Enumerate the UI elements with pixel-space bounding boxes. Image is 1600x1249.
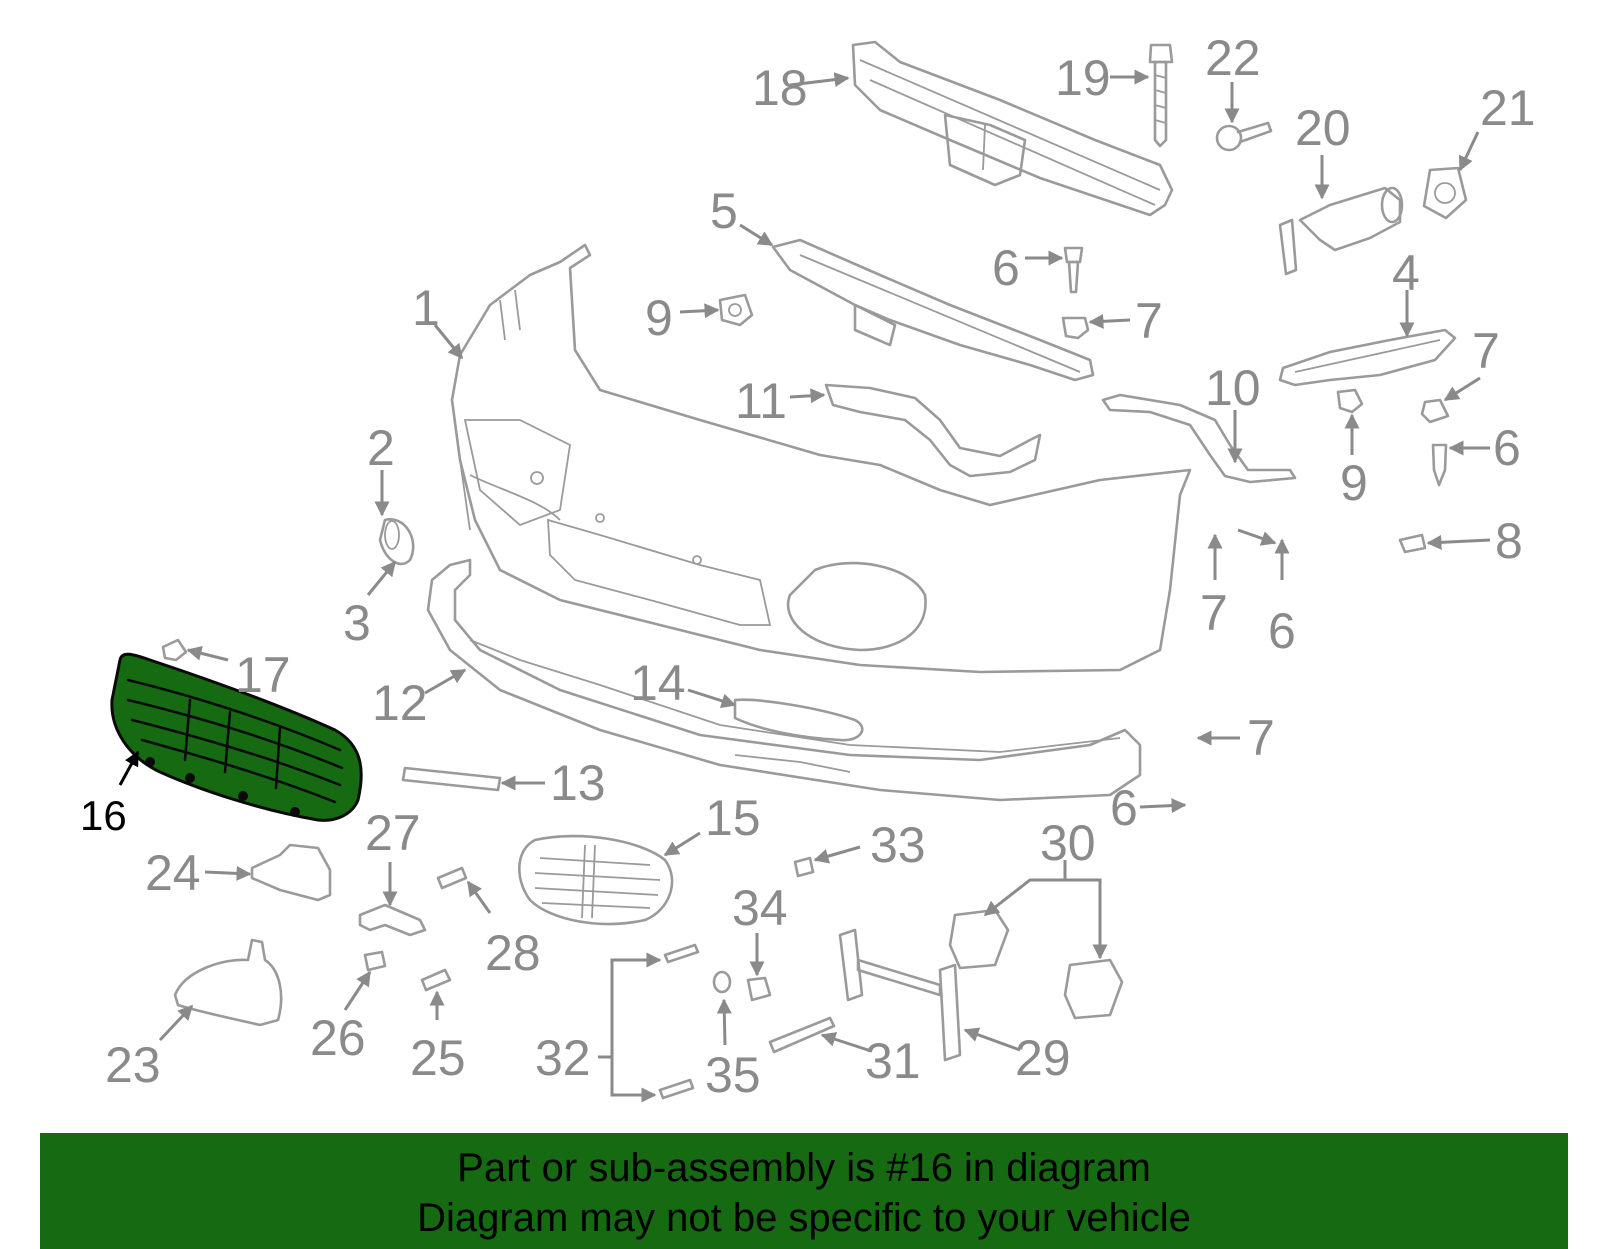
part-6-screw-right (1431, 443, 1448, 487)
callout-7-mid: 7 (1200, 585, 1228, 641)
callout-24: 24 (145, 845, 201, 901)
callout-2: 2 (367, 420, 395, 476)
part-21-plate (1422, 166, 1468, 220)
part-9-nut-upper (718, 293, 754, 327)
callout-9-right: 9 (1340, 455, 1368, 511)
banner-line-disclaimer: Diagram may not be specific to your vehi… (417, 1196, 1191, 1240)
part-35-washer (712, 970, 732, 994)
callout-19: 19 (1055, 50, 1111, 106)
part-7-clip-right (1420, 398, 1450, 424)
part-19-bolt (1148, 43, 1174, 148)
part-29-bracket (838, 928, 962, 1062)
part-10-bracket (1101, 393, 1297, 484)
part-13-strip (401, 766, 502, 792)
callout-28: 28 (485, 925, 541, 981)
callout-20: 20 (1295, 100, 1351, 156)
callout-34: 34 (732, 880, 788, 936)
callout-6-upper: 6 (992, 240, 1020, 296)
callout-17: 17 (235, 647, 291, 703)
info-banner: Part or sub-assembly is #16 in diagram D… (40, 1133, 1568, 1249)
callout-5: 5 (710, 183, 738, 239)
callout-3: 3 (343, 595, 371, 651)
callout-21: 21 (1480, 80, 1536, 136)
part-17-clip (161, 638, 188, 662)
callout-31: 31 (865, 1033, 921, 1089)
leader-lines (118, 69, 1491, 1103)
part-25-bolt (420, 968, 452, 992)
callout-8: 8 (1495, 513, 1523, 569)
callout-7-upper: 7 (1135, 293, 1163, 349)
part-4-bracket (1278, 328, 1457, 387)
part-1-bumper-cover (450, 243, 1192, 674)
part-20-tow-bracket (1278, 186, 1404, 276)
callout-14: 14 (630, 655, 686, 711)
callout-23: 23 (105, 1037, 161, 1093)
callout-10: 10 (1205, 360, 1261, 416)
part-33-nut (793, 856, 815, 878)
callout-25: 25 (410, 1030, 466, 1086)
part-6-screw-upper (1063, 246, 1084, 294)
part-18-impact-bar (851, 40, 1174, 217)
callout-labels: 1 2 3 4 5 6 6 6 6 7 7 7 7 8 9 9 10 11 12… (80, 30, 1536, 1103)
part-14-trim (733, 698, 864, 742)
part-32-screws (658, 943, 700, 1100)
part-27-bracket (358, 903, 427, 937)
callout-12: 12 (372, 675, 428, 731)
part-9-nut-right (1336, 388, 1364, 414)
callout-6-right: 6 (1493, 420, 1521, 476)
part-26-nut (363, 950, 387, 972)
callout-18: 18 (752, 60, 808, 116)
callout-30: 30 (1040, 815, 1096, 871)
banner-line-part: Part or sub-assembly is #16 in diagram (457, 1146, 1151, 1190)
callout-29: 29 (1015, 1030, 1071, 1086)
callout-22: 22 (1205, 30, 1261, 86)
callout-1: 1 (412, 280, 440, 336)
part-23-fog-lamp (173, 938, 283, 1027)
callout-9-upper: 9 (645, 290, 673, 346)
part-11-absorber (824, 383, 1042, 478)
part-7-clip-upper (1061, 316, 1090, 340)
callout-11: 11 (735, 373, 787, 429)
part-22-bolt (1215, 121, 1273, 152)
callout-26: 26 (310, 1010, 366, 1066)
part-12-valance (426, 558, 1142, 802)
part-2-lamp-bezel (378, 518, 415, 566)
callout-15: 15 (705, 790, 761, 846)
part-24-bracket (250, 843, 332, 902)
part-31-bolt (768, 1016, 836, 1054)
part-15-small-grille (518, 834, 674, 926)
part-28-bolt (436, 866, 468, 890)
callout-27: 27 (365, 805, 421, 861)
callout-16-highlighted: 16 (80, 792, 127, 839)
callout-33: 33 (870, 817, 926, 873)
part-34-nut (746, 976, 772, 1002)
callout-32: 32 (535, 1030, 591, 1086)
callout-7-right: 7 (1472, 323, 1500, 379)
callout-35: 35 (705, 1047, 761, 1103)
part-30-mounts (948, 908, 1124, 1020)
part-16-grille-highlighted (110, 652, 363, 822)
callout-4: 4 (1392, 245, 1420, 301)
part-5-bracket (771, 238, 1095, 382)
callout-6-mid: 6 (1268, 603, 1296, 659)
callout-13: 13 (550, 755, 606, 811)
callout-7-lower: 7 (1247, 710, 1275, 766)
part-8-nut (1398, 533, 1427, 554)
callout-6-lower: 6 (1110, 780, 1138, 836)
